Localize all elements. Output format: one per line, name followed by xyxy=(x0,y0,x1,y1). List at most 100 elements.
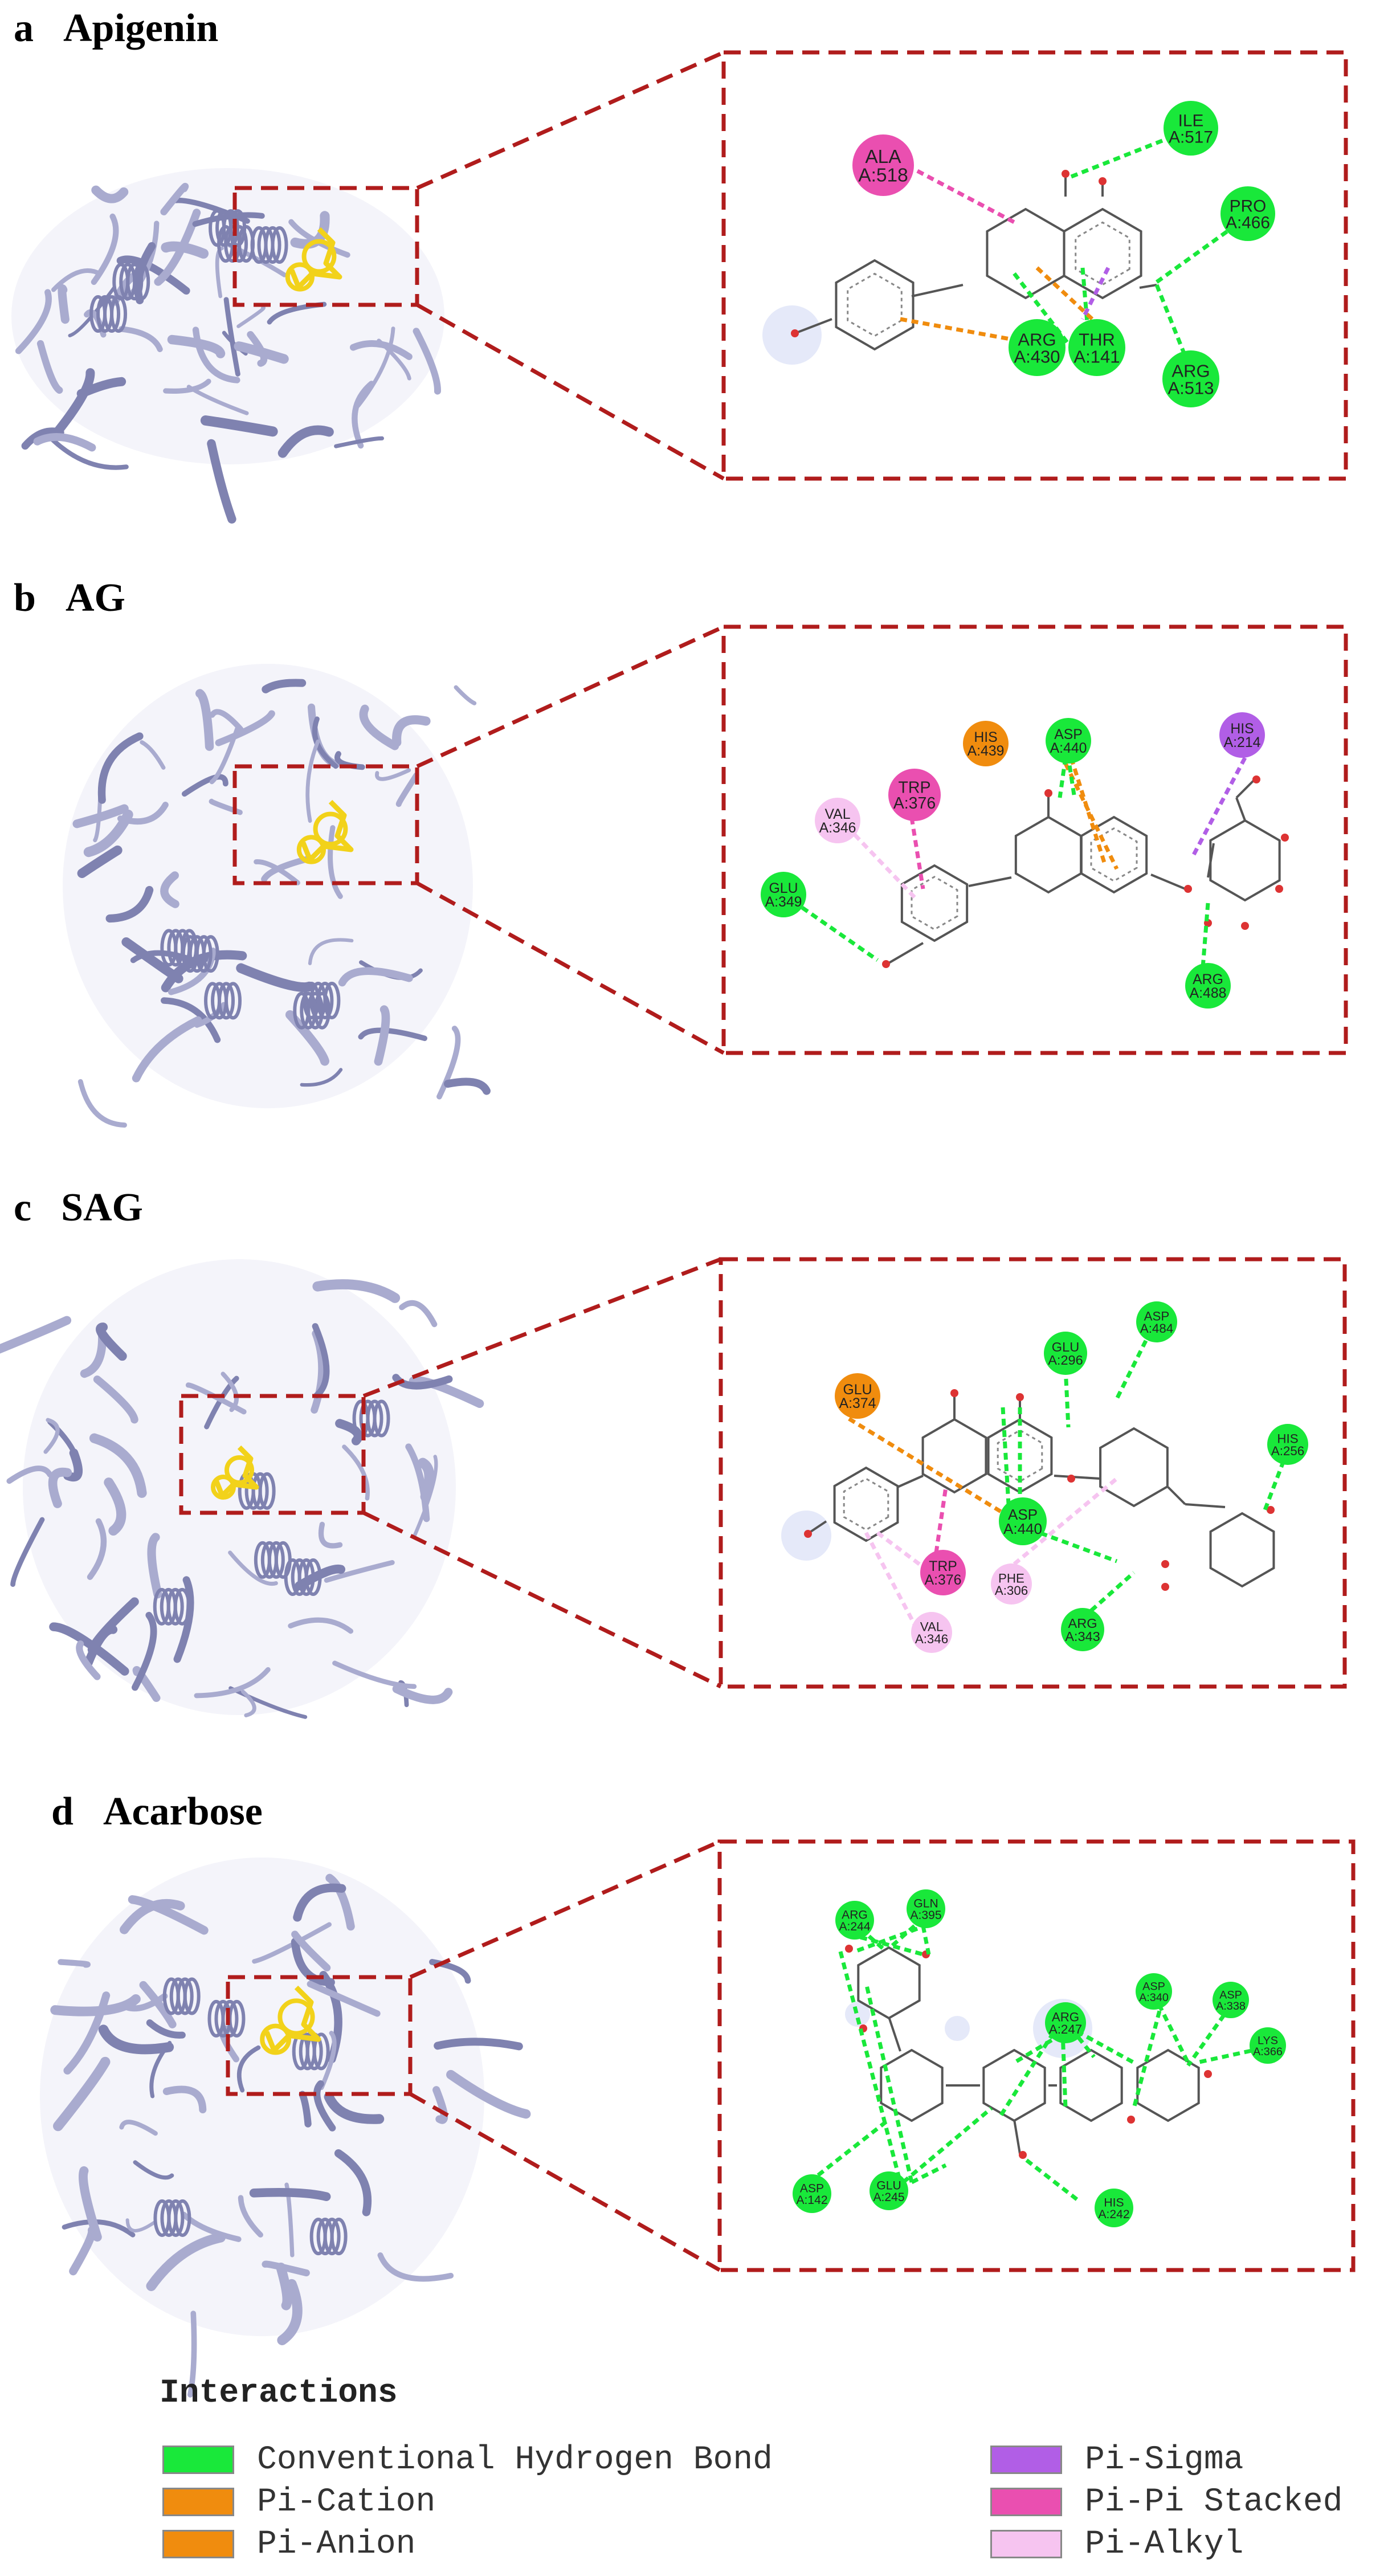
ring-b3 xyxy=(1080,815,1148,894)
zoom-detail-box xyxy=(721,624,1348,1055)
residue-name: THR xyxy=(1079,329,1115,349)
protein-strand xyxy=(234,341,289,364)
protein-strand xyxy=(149,2040,172,2099)
interaction-hbond xyxy=(782,893,879,962)
protein-strand xyxy=(262,679,307,693)
protein-strand xyxy=(96,1322,127,1361)
interaction-hbond xyxy=(1132,1999,1165,2109)
ligand-ring xyxy=(301,239,337,274)
ring-b4 xyxy=(1209,819,1281,902)
protein-helix xyxy=(304,1558,322,1597)
residue-labels: ALAA:518ILEA:517PROA:466ARGA:430THRA:141… xyxy=(761,101,1308,2227)
oxygen-atom xyxy=(845,1945,853,1953)
zoom-callouts xyxy=(179,50,1356,2272)
residue-disc xyxy=(1061,1608,1104,1651)
oxygen-atom xyxy=(1275,885,1283,893)
legend-label: Pi-Sigma xyxy=(1085,2441,1244,2479)
interaction-sigma xyxy=(1191,757,1247,856)
protein-strand xyxy=(167,334,226,358)
protein-helix xyxy=(258,1472,276,1510)
protein-strand xyxy=(87,1518,107,1580)
protein-strand xyxy=(249,2187,331,2201)
oxygen-atom xyxy=(1252,775,1260,783)
residue-disc xyxy=(1250,2027,1286,2064)
interaction-hbond xyxy=(807,2118,891,2184)
protein-helix xyxy=(218,982,235,1020)
bond xyxy=(1235,797,1246,821)
interaction-hbond xyxy=(1001,1407,1011,1505)
residue-number: A:346 xyxy=(819,820,856,836)
bond xyxy=(794,318,832,334)
zoom-c xyxy=(179,1257,1347,1689)
legend-swatch xyxy=(162,2446,234,2474)
residue-disc xyxy=(835,1373,880,1419)
residue-disc xyxy=(1267,1424,1308,1465)
interaction-alkyl xyxy=(864,1532,922,1636)
protein-helix xyxy=(267,1541,285,1579)
protein-strand xyxy=(120,1899,185,1934)
oxygen-atom xyxy=(1184,885,1192,893)
protein-strand xyxy=(146,2232,226,2291)
protein-structures xyxy=(0,168,531,2398)
zoom-connector xyxy=(409,1839,721,1979)
ligand-a xyxy=(285,227,342,292)
protein-shadow xyxy=(63,664,473,1108)
aromatic-ring xyxy=(1090,827,1138,882)
residue-disc xyxy=(1009,319,1066,376)
residue-number: A:484 xyxy=(1140,1321,1173,1336)
protein-strand xyxy=(98,2024,174,2055)
residue-name: ASP xyxy=(1008,1506,1038,1523)
aromatic-ring xyxy=(911,876,958,930)
protein-strand xyxy=(58,1959,91,1968)
legend-label: Pi-Cation xyxy=(257,2483,436,2521)
protein-strand xyxy=(72,804,129,828)
protein-helix xyxy=(271,226,288,264)
protein-strand xyxy=(89,1433,147,1498)
residue-disc xyxy=(888,769,941,821)
interaction-cation xyxy=(848,1417,1004,1514)
panel-title: SAG xyxy=(61,1186,144,1230)
residue-disc xyxy=(761,872,806,917)
protein-strand xyxy=(139,1981,177,2028)
residue-disc xyxy=(815,798,860,843)
residue-number: A:340 xyxy=(1139,1991,1169,2004)
interaction-hbond xyxy=(838,1951,903,2183)
protein-strand xyxy=(375,768,411,781)
ligand-ring xyxy=(296,835,326,864)
interaction-hbond xyxy=(901,2106,993,2184)
residue-name: ASP xyxy=(800,2182,824,2195)
residue-name: ASP xyxy=(1054,727,1083,742)
residue-number: A:366 xyxy=(1253,2046,1283,2058)
residue-disc xyxy=(1045,2002,1086,2043)
oxygen-atom xyxy=(1016,1393,1024,1401)
residue-disc xyxy=(1162,350,1219,407)
protein-helix xyxy=(167,2199,185,2237)
bond xyxy=(1185,1503,1226,1508)
zoom-connector xyxy=(416,303,725,481)
ring-d5 xyxy=(1136,2048,1200,2122)
protein-strand xyxy=(252,1922,332,1964)
residue-name: PHE xyxy=(998,1571,1024,1585)
residue-name: ARG xyxy=(1171,361,1210,381)
protein-helix xyxy=(133,263,150,301)
zoom-d xyxy=(226,1839,1356,2272)
bond xyxy=(897,1475,924,1488)
residue-number: A:142 xyxy=(796,2194,827,2207)
residue-number: A:517 xyxy=(1169,128,1213,146)
protein-strand xyxy=(277,425,334,458)
interaction-hbond xyxy=(1070,132,1181,179)
protein-helix xyxy=(373,1399,390,1438)
protein-strand xyxy=(238,2195,263,2238)
protein-strand xyxy=(359,704,399,750)
interaction-hbond xyxy=(1024,2158,1079,2201)
ring-c2 xyxy=(921,1418,987,1494)
